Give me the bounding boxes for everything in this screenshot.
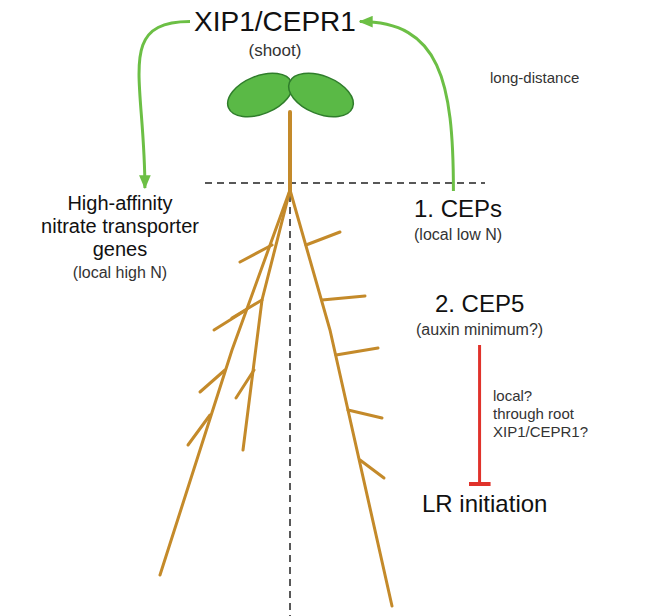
lateral-root	[236, 370, 254, 398]
lateral-root	[200, 370, 225, 392]
hypocotyl	[288, 112, 292, 192]
shoot-root-divider	[205, 182, 485, 184]
lateral-root	[188, 415, 210, 445]
peptide-label: 2. CEP5 (auxin minimum?)	[414, 288, 545, 341]
node-title: 1. CEPs	[414, 195, 502, 223]
lateral-root	[360, 460, 384, 478]
edge-label: local? through root XIP1/CEPR1?	[493, 387, 585, 441]
signal-arrow	[360, 22, 454, 191]
node-note: (shoot)	[194, 41, 356, 61]
primary-root	[160, 190, 290, 575]
node-title: 2. CEP5	[416, 290, 543, 318]
root	[243, 190, 290, 450]
node-note: (local low N)	[414, 226, 502, 244]
edge-label: long-distance	[490, 69, 579, 87]
signal-arrow	[139, 22, 190, 188]
cotyledon	[221, 65, 298, 126]
primary-root	[290, 190, 392, 606]
peptide-label: 1. CEPs (local low N)	[412, 193, 504, 246]
lateral-root	[240, 245, 272, 262]
node-title: XIP1/CEPR1	[194, 6, 356, 38]
node-note: (auxin minimum?)	[416, 321, 543, 339]
node-title: High-affinity nitrate transporter genes	[39, 192, 201, 261]
inhibition-line	[478, 345, 481, 484]
left-right-divider	[289, 183, 291, 616]
lateral-root	[322, 296, 365, 300]
node-note: (local high N)	[39, 264, 201, 282]
node-title: LR initiation	[422, 490, 547, 518]
lateral-root	[214, 310, 246, 330]
root-system	[160, 190, 392, 606]
process-label: LR initiation	[420, 488, 549, 520]
cotyledon	[282, 65, 359, 126]
transporter-label: High-affinity nitrate transporter genes (…	[37, 190, 203, 284]
lateral-root	[336, 348, 378, 355]
shoot-receptor-label: XIP1/CEPR1 (shoot)	[192, 4, 358, 63]
lateral-root	[348, 410, 382, 418]
lateral-root	[306, 232, 340, 245]
